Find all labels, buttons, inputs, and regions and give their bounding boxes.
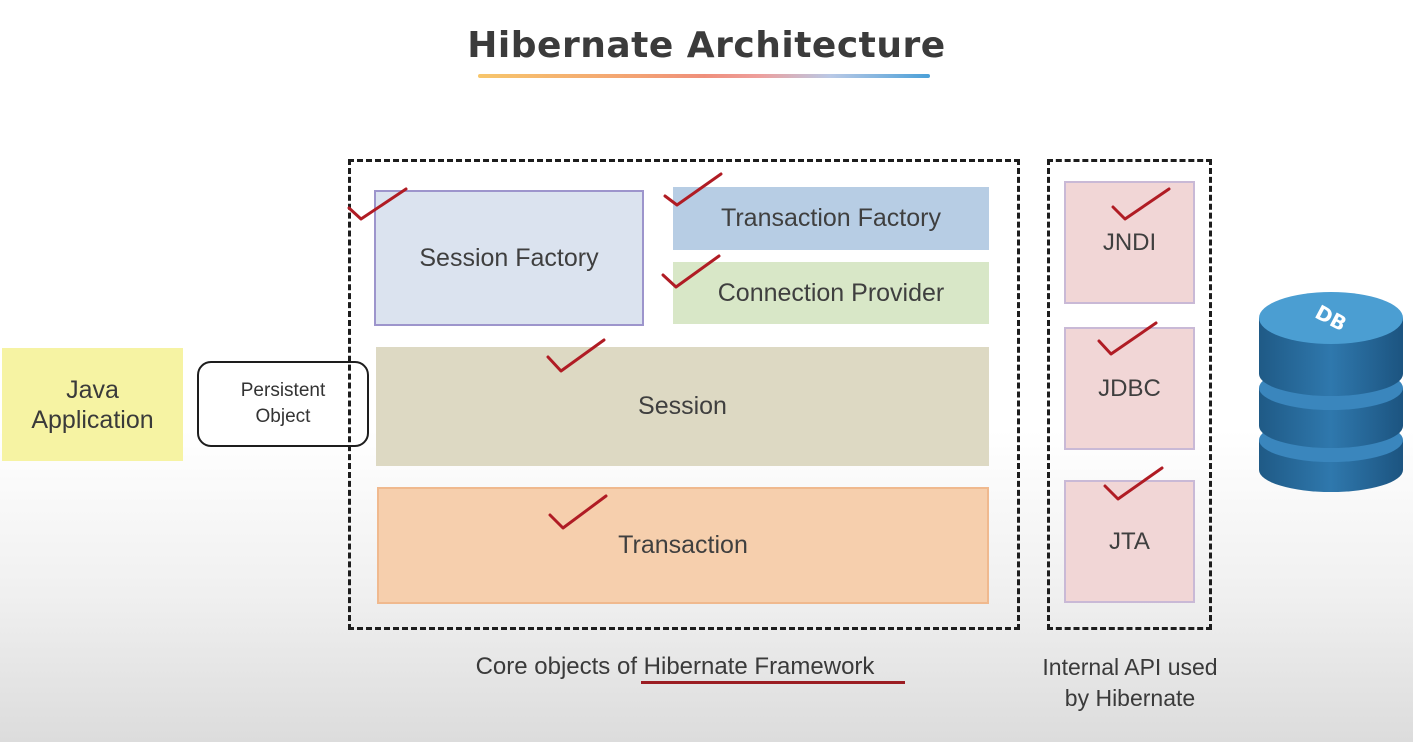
session-box: Session — [376, 347, 989, 466]
jndi-label: JNDI — [1102, 228, 1157, 256]
persistent-object-box: Persistent Object — [197, 361, 369, 447]
persistent-object-label-line1: Persistent — [240, 380, 326, 401]
jndi-box: JNDI — [1064, 181, 1195, 304]
jta-label: JTA — [1109, 527, 1150, 555]
internal-api-caption: Internal API used by Hibernate — [1014, 650, 1246, 716]
connection-provider-label: Connection Provider — [717, 278, 945, 307]
transaction-box: Transaction — [377, 487, 989, 604]
java-application-box: Java Application — [2, 348, 183, 461]
jdbc-label: JDBC — [1098, 374, 1161, 402]
session-factory-label: Session Factory — [419, 243, 599, 272]
internal-api-caption-line2: by Hibernate — [1064, 685, 1196, 711]
core-caption-prefix: Core objects of — [475, 653, 644, 680]
page-title: Hibernate Architecture — [467, 24, 946, 66]
java-application-label-line2: Application — [31, 405, 154, 434]
core-objects-caption: Core objects of Hibernate Framework — [380, 650, 970, 684]
jta-box: JTA — [1064, 480, 1195, 603]
session-factory-box: Session Factory — [374, 190, 644, 326]
jdbc-box: JDBC — [1064, 327, 1195, 450]
java-application-label-line1: Java — [66, 375, 119, 404]
caption-underline — [641, 681, 905, 684]
database-icon: DB — [1259, 292, 1403, 492]
transaction-factory-label: Transaction Factory — [721, 204, 941, 232]
transaction-label: Transaction — [618, 531, 748, 559]
core-objects-group — [348, 159, 1020, 630]
core-caption-highlight: Hibernate Framework — [643, 653, 875, 680]
title-underline — [478, 74, 930, 78]
connection-provider-box: Connection Provider — [673, 262, 989, 324]
transaction-factory-box: Transaction Factory — [673, 187, 989, 250]
persistent-object-label-line2: Object — [255, 406, 311, 427]
internal-api-caption-line1: Internal API used — [1042, 654, 1218, 680]
session-label: Session — [638, 392, 727, 420]
internal-api-group — [1047, 159, 1212, 630]
